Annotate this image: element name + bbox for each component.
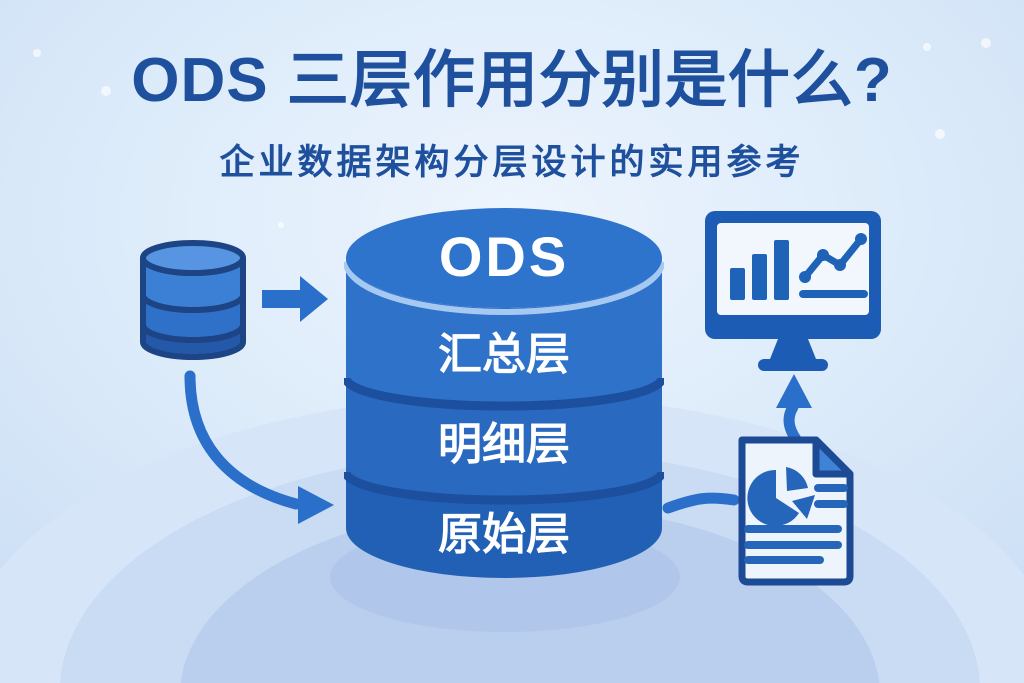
page-subtitle: 企业数据架构分层设计的实用参考 — [219, 143, 805, 182]
ods-label: ODS — [439, 225, 569, 288]
sparkle-dot — [981, 38, 991, 48]
monitor-base — [758, 359, 828, 371]
monitor-bar-chart-icon — [705, 211, 881, 371]
monitor-stand — [770, 339, 816, 359]
sparkle-dot — [935, 129, 945, 139]
sparkle-dot — [923, 43, 931, 51]
document-pie-chart-icon — [738, 436, 854, 586]
trend-line-glyph — [799, 233, 868, 298]
page-title: ODS 三层作用分别是什么? — [131, 46, 893, 115]
cylinder-layer-label-raw: 原始层 — [438, 510, 570, 559]
pie-chart-glyph — [747, 467, 815, 526]
database-icon — [140, 240, 246, 360]
sparkle-dot — [33, 49, 41, 57]
sparkle-dot — [101, 86, 111, 96]
document-text-lines — [744, 484, 848, 564]
bar-chart-glyph — [730, 240, 789, 300]
cylinder-layer-label-detail: 明细层 — [438, 420, 570, 469]
sparkle-dot — [278, 222, 284, 228]
folded-corner — [812, 436, 854, 478]
arrow-right-icon — [262, 276, 328, 322]
cylinder-layer-label-summary: 汇总层 — [438, 330, 570, 379]
ods-cylinder: ODS 汇总层 明细层 原始层 — [344, 208, 664, 578]
